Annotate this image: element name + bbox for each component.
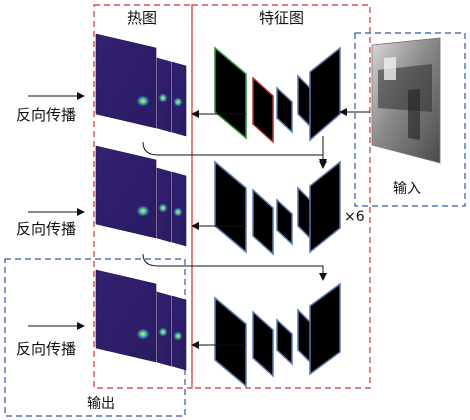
input-image — [371, 37, 441, 164]
feature-maps-row-2 — [214, 160, 341, 256]
heatmap-stack-row-1 — [95, 33, 187, 137]
backprop-label-row-3: 反向传播 — [16, 340, 77, 358]
arrows — [28, 92, 370, 349]
repeat-count-label: ×6 — [344, 209, 365, 225]
feature-map-frame — [191, 4, 371, 389]
heatmap-header: 热图 — [127, 9, 158, 27]
heatmap-to-next-row-arrow-2 — [142, 253, 327, 281]
backprop-label-row-1: 反向传播 — [16, 106, 77, 124]
feature-map-header: 特征图 — [259, 9, 305, 27]
heatmap-frame — [93, 4, 193, 389]
heatmap-stack-row-3 — [95, 269, 187, 371]
output-label: 输出 — [87, 396, 115, 412]
feature-maps-row-3 — [214, 282, 341, 388]
heatmap-to-next-row-arrow-1 — [142, 141, 327, 169]
input-frame — [354, 32, 466, 207]
input-label: 输入 — [393, 181, 421, 197]
backprop-label-row-2: 反向传播 — [16, 220, 77, 238]
heatmap-stack-row-2 — [95, 145, 187, 247]
output-frame — [4, 258, 186, 417]
feature-maps-row-1 — [214, 46, 341, 144]
